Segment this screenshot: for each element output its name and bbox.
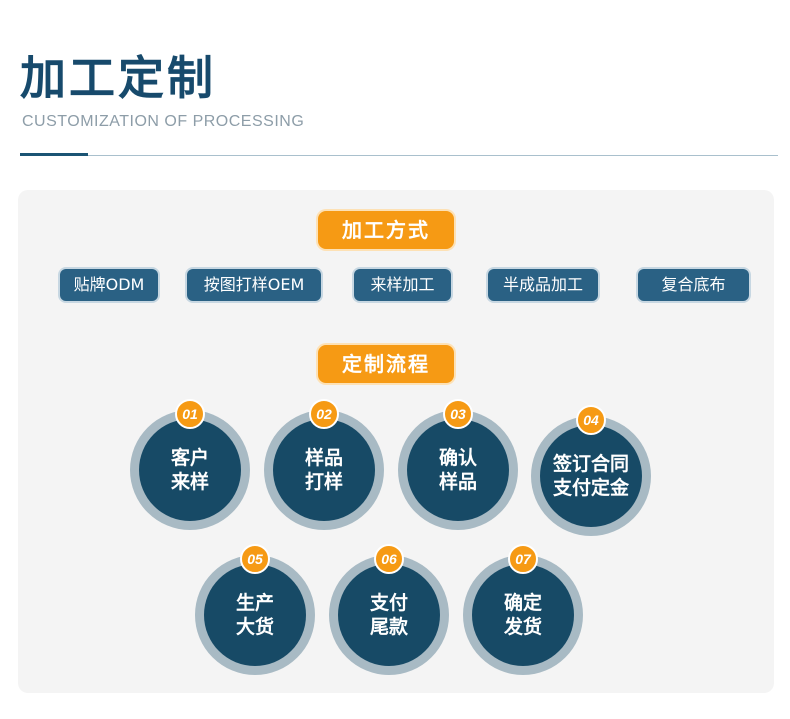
method-composite-base-button[interactable]: 复合底布: [638, 269, 749, 301]
method-sample-processing-button[interactable]: 来样加工: [354, 269, 451, 301]
methods-section-label: 加工方式: [318, 211, 454, 249]
step-4-line2: 支付定金: [552, 477, 629, 499]
step-1-number-badge: 01: [175, 399, 205, 429]
step-1-line1: 客户: [170, 447, 209, 469]
process-step-6: 支付 尾款 06: [329, 544, 449, 675]
step-7-number-badge: 07: [508, 544, 538, 574]
step-2-line2: 打样: [304, 471, 343, 493]
process-step-1: 客户 来样 01: [130, 399, 250, 530]
header-divider-accent: [20, 153, 88, 156]
step-6-line2: 尾款: [369, 616, 408, 638]
step-2-number-badge: 02: [309, 399, 339, 429]
process-section-label: 定制流程: [318, 345, 454, 383]
step-6-number-badge: 06: [374, 544, 404, 574]
process-step-3: 确认 样品 03: [398, 399, 518, 530]
step-4-line1: 签订合同: [552, 453, 629, 475]
step-3-line1: 确认: [438, 447, 477, 469]
method-semi-finished-button[interactable]: 半成品加工: [488, 269, 598, 301]
method-odm-button[interactable]: 贴牌ODM: [60, 269, 158, 301]
step-3-line2: 样品: [438, 471, 477, 493]
process-step-2: 样品 打样 02: [264, 399, 384, 530]
step-5-number-badge: 05: [240, 544, 270, 574]
process-step-4: 签订合同 支付定金 04: [531, 405, 651, 536]
header-divider: [20, 155, 778, 156]
step-6-line1: 支付: [369, 592, 408, 614]
step-7-line2: 发货: [503, 616, 542, 638]
method-oem-button[interactable]: 按图打样OEM: [187, 269, 321, 301]
step-2-line1: 样品: [304, 447, 343, 469]
step-4-number-badge: 04: [576, 405, 606, 435]
page-subtitle: CUSTOMIZATION OF PROCESSING: [22, 113, 305, 130]
step-3-number-badge: 03: [443, 399, 473, 429]
page-title: 加工定制: [20, 51, 216, 105]
process-step-7: 确定 发货 07: [463, 544, 583, 675]
step-1-line2: 来样: [170, 471, 209, 493]
step-5-line2: 大货: [235, 616, 274, 638]
step-7-line1: 确定: [503, 592, 542, 614]
process-step-5: 生产 大货 05: [195, 544, 315, 675]
step-5-line1: 生产: [235, 592, 274, 614]
